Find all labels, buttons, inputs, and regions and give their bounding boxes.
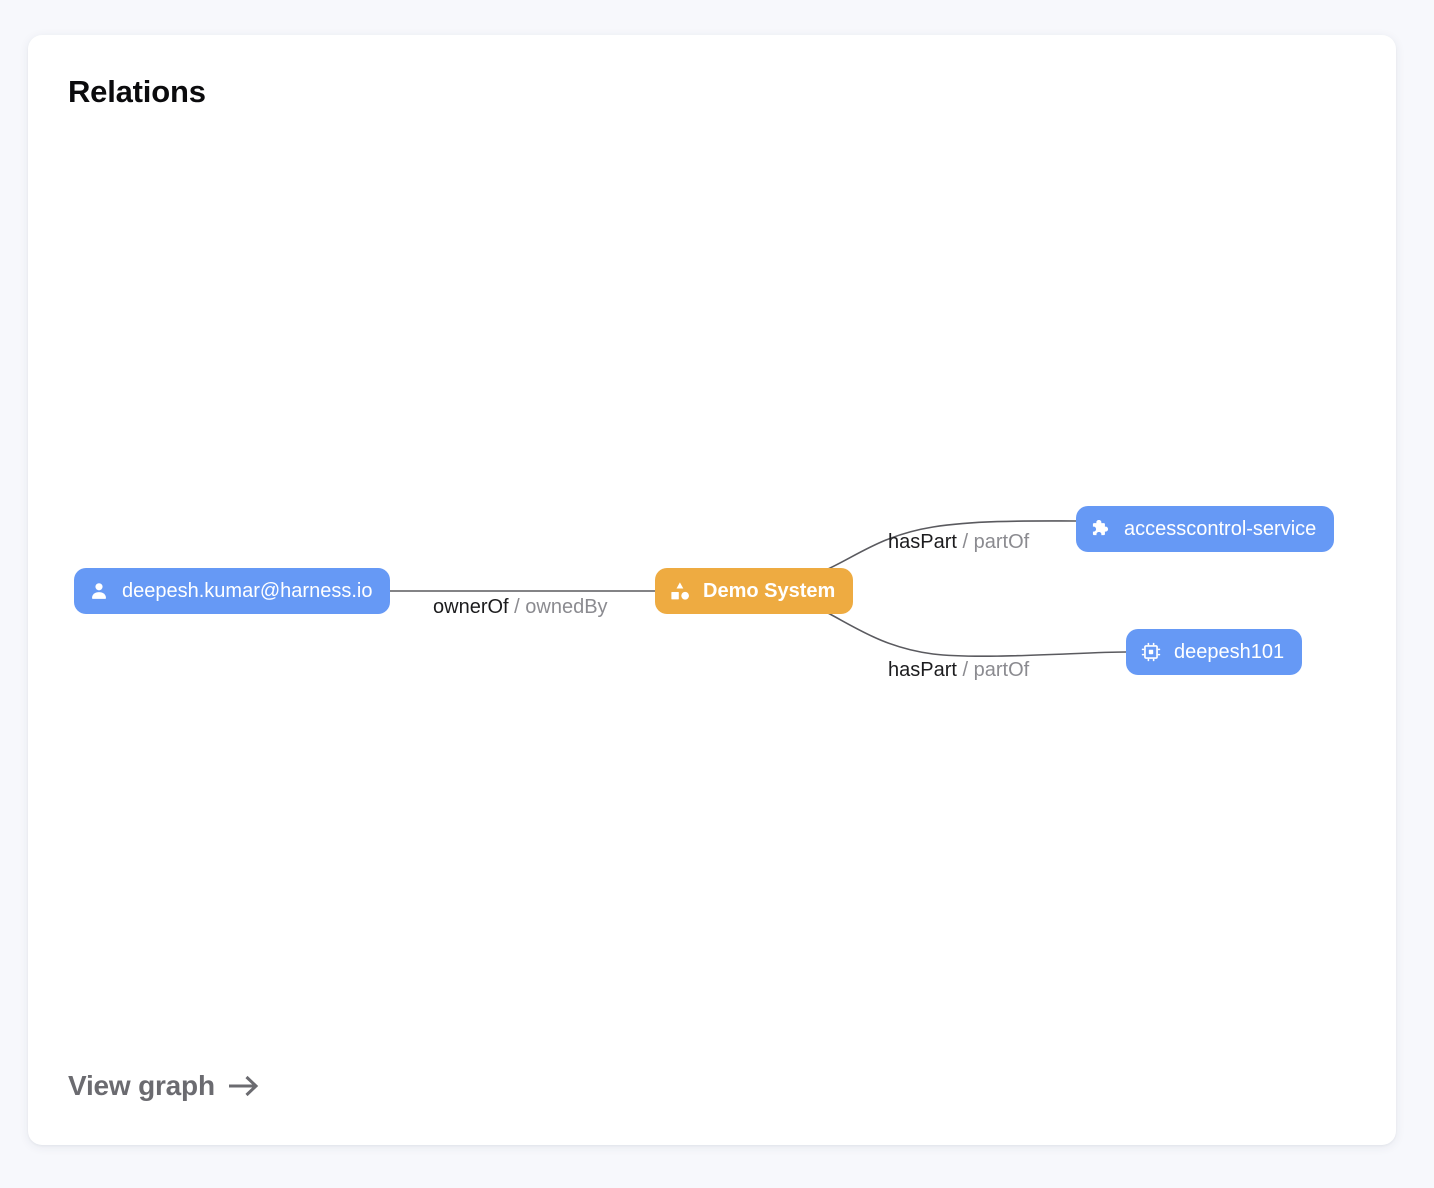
edge-label-owner-forward: ownerOf bbox=[433, 596, 509, 618]
edge-label-owner-separator: / bbox=[514, 596, 520, 618]
edge-haspart-top-line bbox=[827, 520, 1077, 570]
memory-chip-icon bbox=[1141, 642, 1161, 662]
person-icon bbox=[92, 583, 106, 599]
edge-label-haspart-top-separator: / bbox=[962, 531, 969, 553]
graph-node-system-label: Demo System bbox=[703, 580, 836, 602]
relations-card: Relations deepesh.kumar@harness.io D bbox=[28, 35, 1396, 1145]
view-graph-link[interactable]: View graph bbox=[68, 1070, 261, 1102]
graph-node-resource[interactable]: deepesh101 bbox=[1126, 629, 1303, 675]
view-graph-label: View graph bbox=[68, 1070, 215, 1101]
edge-haspart-bottom-line bbox=[827, 612, 1127, 658]
graph-node-user-label: deepesh.kumar@harness.io bbox=[122, 580, 373, 602]
arrow-right-icon bbox=[228, 1075, 259, 1097]
graph-node-system[interactable]: Demo System bbox=[655, 568, 854, 614]
edge-label-haspart-top-reverse: partOf bbox=[973, 531, 1030, 553]
edge-label-haspart-top-forward: hasPart bbox=[888, 531, 957, 553]
edge-label-haspart-bottom-separator: / bbox=[962, 659, 969, 681]
graph-node-component-label: accesscontrol-service bbox=[1124, 518, 1317, 540]
edge-label-haspart-bottom-reverse: partOf bbox=[973, 659, 1030, 681]
graph-edges bbox=[385, 520, 1127, 658]
edge-label-owner-reverse: ownedBy bbox=[525, 596, 608, 618]
graph-node-resource-label: deepesh101 bbox=[1174, 641, 1285, 663]
edge-label-owner: ownerOf / ownedBy bbox=[433, 597, 608, 617]
relations-graph[interactable]: deepesh.kumar@harness.io Demo System acc… bbox=[28, 35, 1396, 1145]
puzzle-piece-icon bbox=[1092, 520, 1109, 536]
edge-label-haspart-top: hasPart / partOf bbox=[888, 532, 1029, 552]
edge-label-haspart-bottom: hasPart / partOf bbox=[888, 660, 1029, 680]
graph-node-user[interactable]: deepesh.kumar@harness.io bbox=[74, 568, 391, 614]
shapes-icon bbox=[671, 582, 689, 600]
edge-label-haspart-bottom-forward: hasPart bbox=[888, 659, 957, 681]
page-title: Relations bbox=[68, 74, 206, 109]
graph-node-component[interactable]: accesscontrol-service bbox=[1076, 506, 1335, 552]
